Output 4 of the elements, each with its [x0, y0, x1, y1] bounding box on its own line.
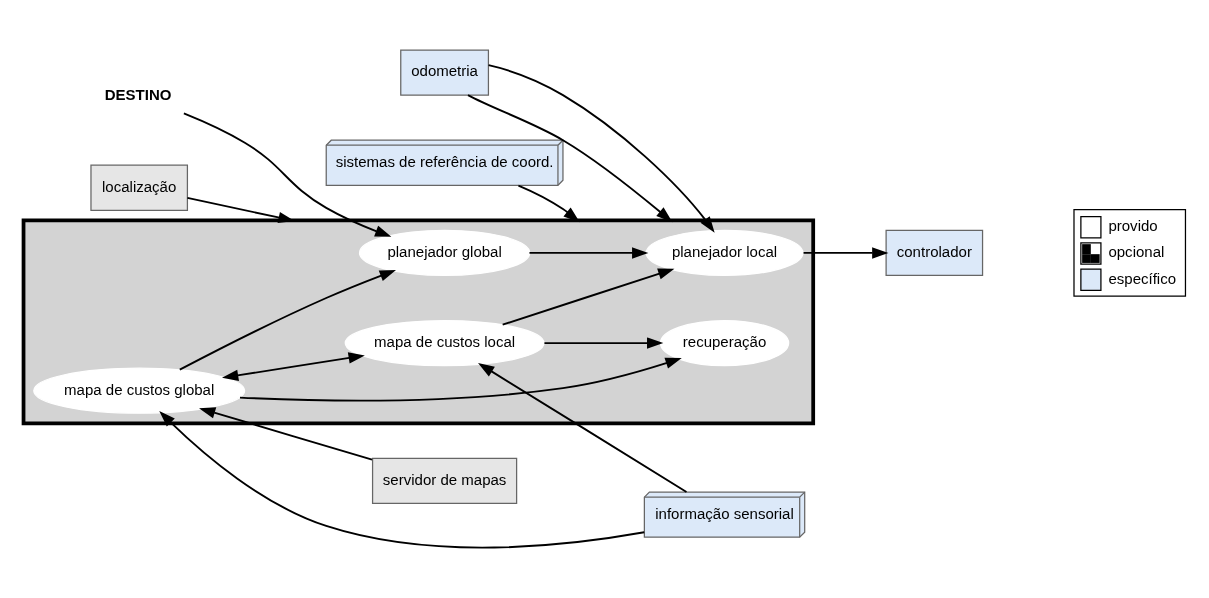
legend-label: provido	[1108, 217, 1158, 235]
node-text: DESTINO	[104, 86, 172, 104]
legend-label: específico	[1108, 269, 1177, 287]
legend-label: opcional	[1108, 243, 1165, 261]
